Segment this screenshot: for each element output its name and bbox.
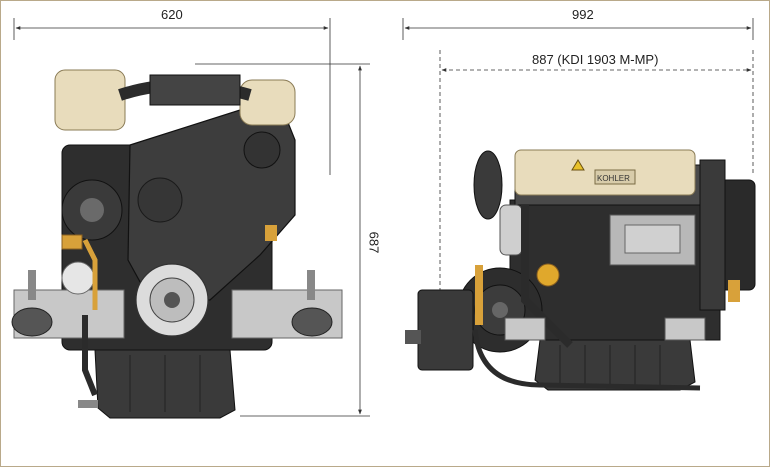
dimension-887 [439, 50, 754, 290]
dimension-620 [13, 18, 331, 175]
engine-front-view [11, 69, 343, 419]
dimension-992 [402, 18, 754, 40]
dimension-label-length: 992 [569, 7, 597, 22]
dimension-687 [195, 63, 370, 417]
dimension-label-inner-length: 887 (KDI 1903 M-MP) [529, 52, 662, 67]
dimension-label-height: 687 [366, 228, 382, 257]
engine-side-view: KOHLER [405, 149, 756, 391]
svg-text:KOHLER: KOHLER [597, 174, 630, 183]
dimension-label-width: 620 [158, 7, 186, 22]
